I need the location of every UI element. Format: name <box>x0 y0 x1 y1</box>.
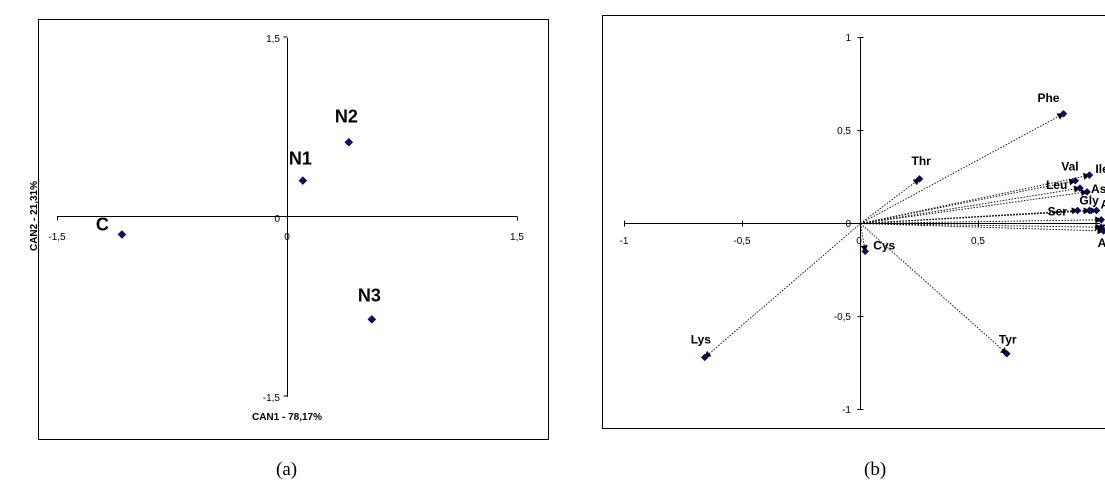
data-point-label-n3: N3 <box>358 285 381 305</box>
y-axis-tick-label: -1,5 <box>263 393 281 404</box>
data-point-val <box>1071 176 1080 185</box>
data-point-label-n1: N1 <box>289 149 312 169</box>
chart-a-svg: -1,5 0 1,5 1,5 0 -1,5 CAN1 - 78,17% CAN2… <box>29 19 549 440</box>
data-point-label-lys: Lys <box>691 332 712 346</box>
data-point-label-ile: Ile <box>1095 162 1105 176</box>
chart-panel-a: -1,5 0 1,5 1,5 0 -1,5 CAN1 - 78,17% CAN2… <box>0 0 550 484</box>
y-axis-label: CAN2 - 21,31% <box>29 181 40 251</box>
data-point-ile <box>1085 171 1094 179</box>
vector-val <box>860 178 1077 224</box>
vector-lys <box>703 223 861 359</box>
data-point-n2 <box>344 137 354 147</box>
plot-frame <box>602 15 1105 429</box>
y-axis-tick-label: -0,5 <box>834 312 852 323</box>
data-points: PheThrValIleLeuAsGlySerAlHiGlArCysTyrLys <box>691 91 1105 362</box>
data-point-label-n2: N2 <box>335 106 358 126</box>
y-axis-tick-label: 1 <box>845 33 851 44</box>
data-point-gly <box>1085 206 1094 215</box>
x-axis-tick-label: -1 <box>620 236 629 247</box>
x-axis-tick-label: 0 <box>856 236 862 247</box>
data-point-label-thr: Thr <box>912 154 932 168</box>
data-point-al <box>1092 206 1101 215</box>
x-axis-tick-label: -0,5 <box>733 236 751 247</box>
axis-ticks <box>57 36 518 397</box>
data-point-label-ar: Ar <box>1098 236 1105 250</box>
vector-thr <box>860 178 921 224</box>
data-point-n3 <box>367 315 377 324</box>
data-point-label-al: Al <box>1101 197 1105 211</box>
data-point-tyr <box>1002 349 1011 358</box>
data-point-ser <box>1073 206 1082 215</box>
y-axis-tick-label: -1 <box>842 405 851 416</box>
data-point-leu <box>1076 184 1084 193</box>
data-point-label-val: Val <box>1061 160 1078 174</box>
plot-frame <box>38 19 549 440</box>
data-point-cys <box>861 247 870 256</box>
vector-gl <box>860 223 1103 231</box>
data-point-label-ser: Ser <box>1048 204 1068 218</box>
y-axis-tick-label: 0,5 <box>837 126 851 137</box>
data-point-c <box>117 230 127 239</box>
y-axis-tick-label: 0 <box>845 219 851 230</box>
vector-ar <box>860 223 1105 235</box>
data-point-label-cys: Cys <box>873 238 895 252</box>
data-point-thr <box>915 175 924 183</box>
data-point-label-as: As <box>1091 182 1105 196</box>
data-point-n1 <box>298 176 308 185</box>
data-point-label-phe: Phe <box>1037 91 1059 105</box>
caption-b: (b) <box>864 459 887 480</box>
x-axis-label: CAN1 - 78,17% <box>252 412 322 423</box>
vector-hi <box>860 216 1103 224</box>
x-axis-tick-label: 0 <box>284 232 290 243</box>
data-point-phe <box>1059 109 1068 118</box>
data-point-as <box>1083 188 1091 196</box>
x-axis-tick-label: 1,5 <box>510 232 524 243</box>
x-axis-tick-label: 0,5 <box>971 236 985 247</box>
loading-vectors <box>703 113 1105 359</box>
data-point-label-leu: Leu <box>1046 178 1067 192</box>
vector-as <box>860 189 1089 224</box>
data-point-ar <box>1099 227 1105 235</box>
y-axis-tick-label: 1,5 <box>266 34 280 45</box>
data-point-lys <box>700 353 709 362</box>
x-axis-tick-label: -1,5 <box>48 232 66 243</box>
data-point-label-c: C <box>96 214 109 234</box>
vector-al <box>860 207 1098 224</box>
data-point-label-gly: Gly <box>1079 193 1099 207</box>
vector-leu <box>860 185 1081 224</box>
vector-tyr <box>860 223 1008 355</box>
caption-a: (a) <box>276 459 298 480</box>
data-point-label-tyr: Tyr <box>999 333 1017 347</box>
y-axis-tick-label: 0 <box>274 214 280 225</box>
vector-phe <box>860 113 1065 224</box>
data-point-hi <box>1097 215 1105 224</box>
